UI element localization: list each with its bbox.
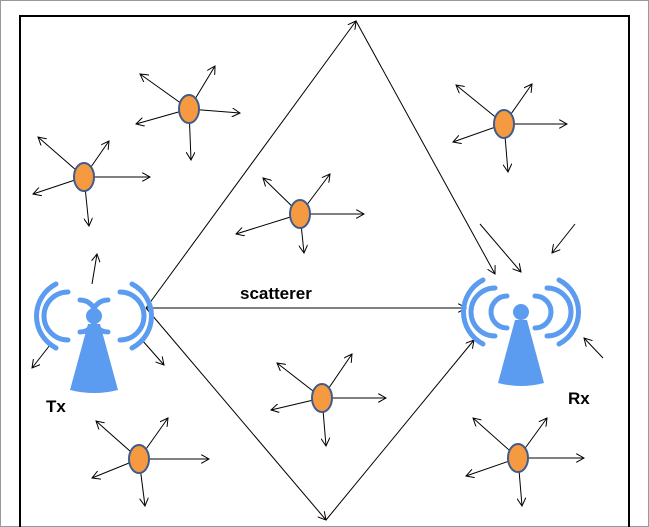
scatterer-body bbox=[311, 383, 333, 413]
scatterer-body bbox=[493, 109, 515, 139]
scatterer-node bbox=[271, 354, 386, 446]
transmitter: Tx bbox=[33, 281, 155, 416]
propagation-paths bbox=[145, 20, 495, 521]
path-upper-out bbox=[145, 21, 356, 309]
stray-rays bbox=[32, 223, 604, 368]
ray bbox=[479, 223, 521, 272]
ray bbox=[552, 223, 576, 253]
scatterer-node bbox=[92, 418, 209, 506]
antenna-tip bbox=[513, 304, 529, 320]
scatterer-node bbox=[136, 66, 240, 160]
antenna-icon bbox=[460, 277, 582, 347]
path-upper-in bbox=[355, 20, 495, 274]
path-lower-in bbox=[325, 340, 474, 521]
receiver: Rx bbox=[460, 277, 590, 408]
ray bbox=[92, 254, 97, 285]
ray bbox=[584, 338, 604, 359]
scatterer-node bbox=[33, 137, 150, 226]
scatterer-node bbox=[453, 84, 567, 172]
inner-frame bbox=[19, 15, 630, 527]
scatterer-body bbox=[128, 444, 150, 474]
antenna-tip bbox=[86, 308, 102, 324]
scatterer-body bbox=[507, 443, 529, 473]
antenna-icon bbox=[33, 281, 155, 351]
scatterer-node bbox=[466, 418, 584, 506]
ray bbox=[32, 344, 51, 368]
path-lower-out bbox=[145, 307, 326, 520]
rx-label: Rx bbox=[568, 389, 590, 408]
scatterer-node bbox=[236, 174, 364, 253]
scatterer-label: scatterer bbox=[240, 284, 312, 303]
scatterers bbox=[33, 66, 584, 506]
scatterer-body bbox=[289, 199, 311, 229]
tx-label: Tx bbox=[46, 397, 66, 416]
antenna-mast bbox=[70, 324, 118, 393]
scatterer-body bbox=[73, 162, 95, 192]
scatterer-body bbox=[178, 94, 200, 124]
ray bbox=[141, 339, 164, 365]
antenna-mast bbox=[498, 320, 544, 386]
